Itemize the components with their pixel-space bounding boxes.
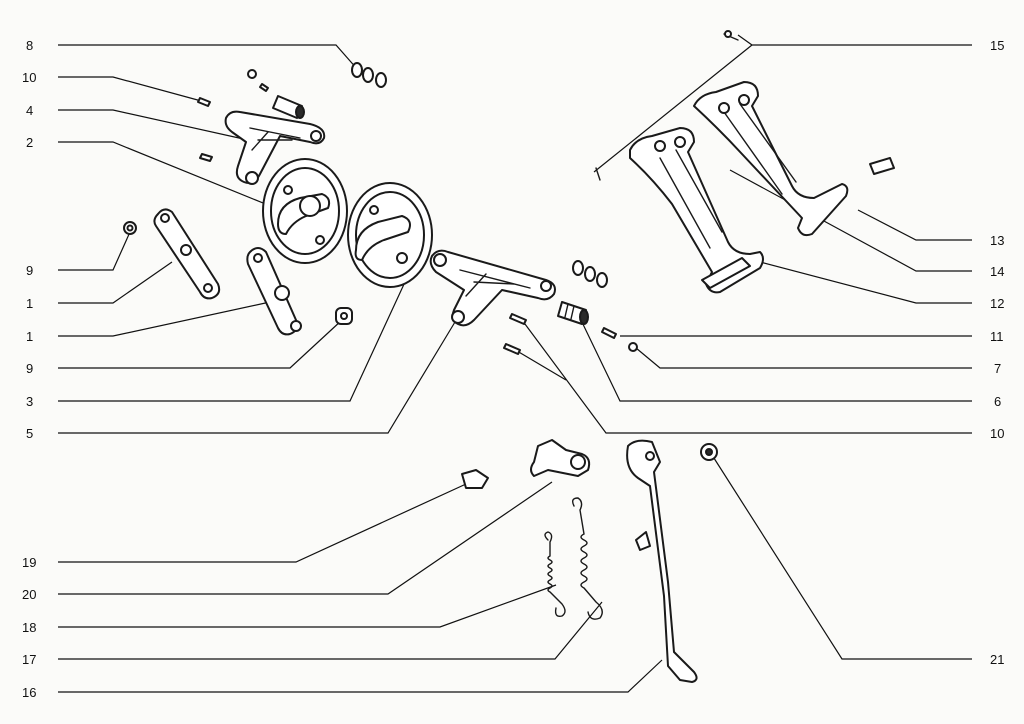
callout-19: 19 <box>22 555 36 570</box>
callout-2: 2 <box>26 135 33 150</box>
bushing-6-icon <box>557 301 589 325</box>
callout-13: 13 <box>990 233 1004 248</box>
leader-lines-left <box>58 44 663 693</box>
leader-9a <box>58 231 131 271</box>
leader-3 <box>58 281 406 402</box>
leader-20 <box>58 481 553 595</box>
nut-21-icon <box>700 443 718 461</box>
leader-7 <box>635 347 972 369</box>
callout-10: 10 <box>990 426 1004 441</box>
leader-15 <box>737 34 972 46</box>
leader-6 <box>579 317 972 402</box>
callout-17: 17 <box>22 652 36 667</box>
callout-18: 18 <box>22 620 36 635</box>
leader-13 <box>857 209 972 241</box>
screw-11-icon <box>601 327 617 339</box>
leader-8 <box>58 44 359 71</box>
rubber-stop-icon <box>461 469 489 489</box>
leader-17 <box>58 601 603 660</box>
callout-9: 9 <box>26 263 33 278</box>
leader-16 <box>58 659 663 693</box>
callout-3: 3 <box>26 394 33 409</box>
lower-bracket-icon <box>429 249 556 327</box>
bolt-10-icon <box>503 313 527 355</box>
callout-1: 1 <box>26 296 33 311</box>
callout-6: 6 <box>994 394 1001 409</box>
callout-5: 5 <box>26 426 33 441</box>
callout-21: 21 <box>990 652 1004 667</box>
washers-right-icon <box>572 260 608 288</box>
leader-1b <box>58 301 271 337</box>
brake-disc-front-icon <box>262 158 348 264</box>
leader-9b <box>58 319 343 369</box>
callout-4: 4 <box>26 103 33 118</box>
callouts-left: 8 10 4 2 9 1 1 9 3 5 19 20 18 17 16 <box>22 38 36 700</box>
leader-18 <box>58 584 557 628</box>
leader-12 <box>759 261 972 304</box>
upper-bracket-icon <box>224 110 326 185</box>
link-plate-icon <box>153 208 302 336</box>
callout-7: 7 <box>994 361 1001 376</box>
leader-19 <box>58 483 467 563</box>
pivot-bracket-icon <box>530 439 591 477</box>
callout-15: 15 <box>990 38 1004 53</box>
callout-10: 10 <box>22 70 36 85</box>
leader-1a <box>58 261 173 304</box>
callout-8: 8 <box>26 38 33 53</box>
side-stand-icon <box>626 439 698 683</box>
callout-12: 12 <box>990 296 1004 311</box>
leader-lines-right <box>511 34 972 660</box>
leader-14 <box>729 169 972 272</box>
nut-icon <box>123 221 353 325</box>
small-bolt-icon <box>197 69 269 162</box>
pin-icon <box>595 30 739 181</box>
spring-large-icon <box>571 497 603 620</box>
spring-small-icon <box>544 531 566 618</box>
callout-16: 16 <box>22 685 36 700</box>
leader-10a <box>58 76 206 103</box>
callout-14: 14 <box>990 264 1004 279</box>
washers-icon <box>351 62 387 88</box>
leader-4 <box>58 109 249 141</box>
main-stand-right-icon <box>693 81 895 237</box>
leader-10b <box>521 319 972 434</box>
main-stand-left-icon <box>629 127 764 294</box>
callout-20: 20 <box>22 587 36 602</box>
callout-9: 9 <box>26 361 33 376</box>
brake-disc-rear-icon <box>347 182 433 288</box>
bushing-icon <box>272 95 305 119</box>
leader-5 <box>58 321 456 434</box>
leader-2 <box>58 141 269 206</box>
washer-7-icon <box>628 342 638 352</box>
leader-21 <box>711 454 972 660</box>
callout-11: 11 <box>990 329 1004 344</box>
callouts-right: 15 13 14 12 11 7 6 10 21 <box>990 38 1004 667</box>
callout-1: 1 <box>26 329 33 344</box>
